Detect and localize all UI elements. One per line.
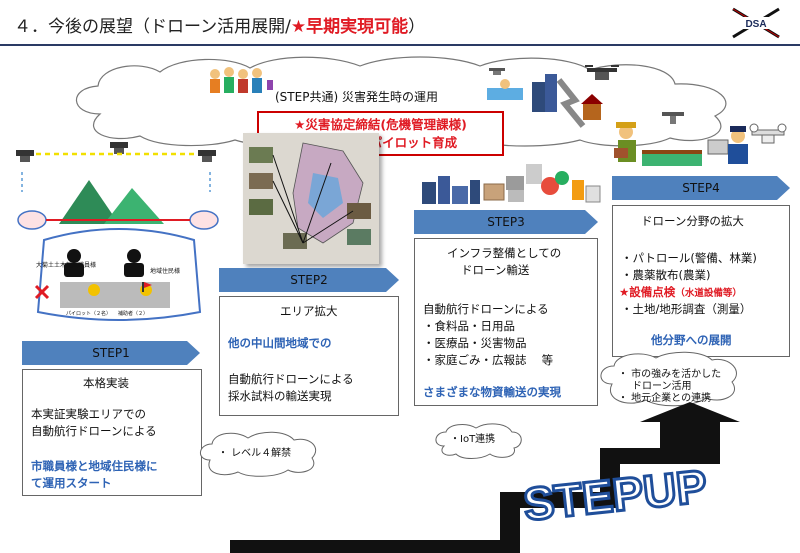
step4-bubble-shape bbox=[600, 351, 737, 407]
step1-img-label-assist: 補助者（２） bbox=[118, 311, 149, 317]
step1-route-illustration bbox=[16, 142, 219, 321]
step1-blue1: 市職員様と地域住民様に bbox=[31, 459, 158, 473]
step1-label: STEP1 bbox=[92, 346, 130, 360]
step1-arrow: STEP1 bbox=[22, 341, 200, 365]
step4-item3-red-small: （水道設備等） bbox=[675, 288, 742, 299]
step2-line2: 採水試料の輸送実現 bbox=[228, 389, 332, 403]
step2-blue1: 他の中山間地域での bbox=[228, 336, 332, 350]
step3-item2: ・医療品・災害物品 bbox=[423, 336, 527, 350]
step1-bubble-shape bbox=[200, 431, 317, 477]
step1-bubble-text: ・ レベル４解禁 bbox=[218, 448, 292, 459]
step3-item3: ・家庭ごみ・広報誌 等 bbox=[423, 353, 554, 367]
step1-line2: 自動航行ドローンによる bbox=[31, 424, 157, 438]
step3-arrow: STEP3 bbox=[414, 210, 598, 234]
step4-bubble-text1b: ドローン活用 bbox=[632, 381, 692, 392]
step1-img-label-left: 大菊土土木調課職員様 bbox=[36, 262, 97, 269]
step1-heading: 本格実装 bbox=[83, 376, 129, 390]
step2-heading: エリア拡大 bbox=[280, 304, 338, 318]
step1-img-label-pilot: パイロット（２名） bbox=[66, 311, 112, 317]
cloud-caption: (STEP共通) 災害発生時の運用 bbox=[275, 90, 438, 104]
step1-img-label-right: 地域住民様 bbox=[150, 268, 181, 275]
people-group-icon bbox=[210, 67, 273, 93]
disaster-drone-icon bbox=[487, 65, 619, 128]
title-highlight: ★早期実現可能 bbox=[290, 17, 409, 37]
svg-text:STEPUP: STEPUP bbox=[521, 463, 709, 523]
svg-text:DSA: DSA bbox=[745, 19, 766, 30]
step4-item3-red: ★設備点検 bbox=[619, 285, 676, 299]
step3-heading2: ドローン輸送 bbox=[461, 263, 530, 277]
step4-item3: ★設備点検（水道設備等） bbox=[619, 284, 742, 302]
step4-bubble-text1: ・ 市の強みを活かした bbox=[618, 369, 722, 380]
step3-panel: インフラ整備としての ドローン輸送 自動航行ドローンによる ・食料品・日用品 ・… bbox=[414, 238, 598, 406]
step1-panel: 本格実装 本実証実験エリアでの 自動航行ドローンによる 市職員様と地域住民様に … bbox=[22, 369, 202, 496]
step4-item2: ・農薬散布(農業) bbox=[621, 268, 711, 282]
step3-goods-illustration bbox=[422, 164, 601, 204]
step2-line1: 自動航行ドローンによる bbox=[228, 372, 354, 386]
step2-map-image bbox=[243, 133, 379, 264]
step3-item1: ・食料品・日用品 bbox=[423, 319, 515, 333]
step4-item4: ・土地/地形調査（測量） bbox=[621, 302, 752, 316]
step3-line1: 自動航行ドローンによる bbox=[423, 302, 549, 316]
title-suffix: ） bbox=[408, 17, 426, 37]
step2-panel: エリア拡大 他の中山間地域での 自動航行ドローンによる 採水試料の輸送実現 bbox=[219, 296, 399, 416]
step2-label: STEP2 bbox=[290, 273, 328, 287]
step4-heading: ドローン分野の拡大 bbox=[641, 214, 744, 228]
step3-bubble-text: ・IoT連携 bbox=[450, 434, 496, 445]
stair-arrow-graphic bbox=[230, 402, 740, 553]
step4-label: STEP4 bbox=[682, 181, 720, 195]
dsa-logo-icon: DSA bbox=[732, 7, 780, 39]
step4-arrow: STEP4 bbox=[612, 176, 790, 200]
header-divider bbox=[0, 44, 800, 46]
step3-blue1: さまざまな物資輸送の実現 bbox=[423, 385, 561, 399]
step2-arrow: STEP2 bbox=[219, 268, 399, 292]
page-title: ４．今後の展望（ドローン活用展開/★早期実現可能） bbox=[14, 12, 425, 37]
step3-bubble-shape bbox=[435, 423, 522, 459]
step1-line1: 本実証実験エリアでの bbox=[31, 407, 146, 421]
stepup-wordmark: STEPUP bbox=[520, 463, 710, 523]
step4-panel: ドローン分野の拡大 ・パトロール(警備、林業) ・農薬散布(農業) ★設備点検（… bbox=[612, 205, 790, 357]
step4-item1: ・パトロール(警備、林業) bbox=[621, 251, 757, 265]
title-prefix: ４．今後の展望（ドローン活用展開/ bbox=[14, 17, 291, 37]
red-box-line1: ★災害協定締結(危機管理課様) bbox=[294, 117, 467, 132]
step4-blue1: 他分野への展開 bbox=[651, 333, 732, 347]
step3-heading1: インフラ整備としての bbox=[447, 246, 562, 260]
step3-label: STEP3 bbox=[487, 215, 525, 229]
step4-fields-illustration bbox=[614, 112, 787, 166]
step1-blue2: て運用スタート bbox=[31, 476, 112, 490]
step4-bubble-text2: ・ 地元企業との連携 bbox=[618, 393, 712, 404]
